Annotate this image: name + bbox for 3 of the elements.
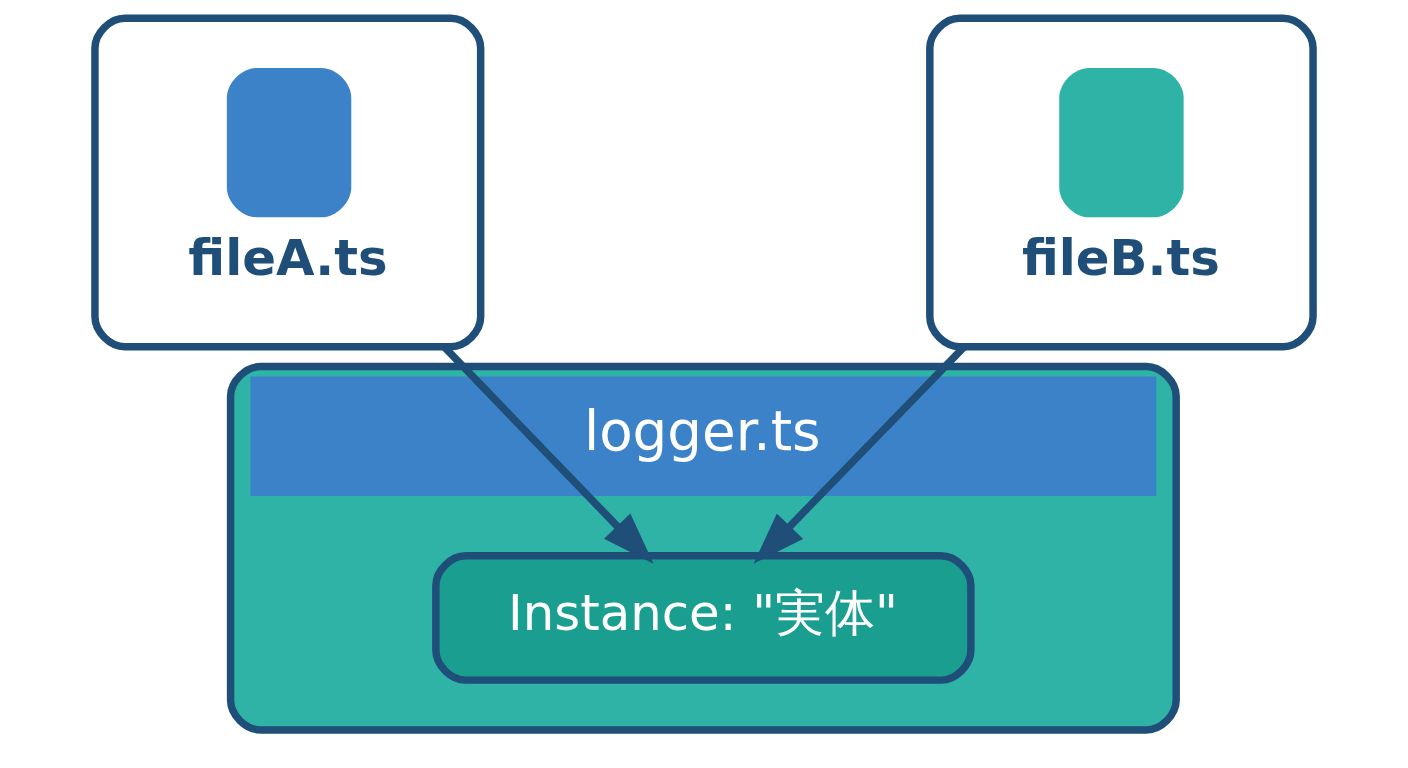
node-box: fileB.ts [926,14,1317,351]
node-box: Instance: "実体" [432,551,975,684]
node-box: fileA.ts [91,14,485,351]
